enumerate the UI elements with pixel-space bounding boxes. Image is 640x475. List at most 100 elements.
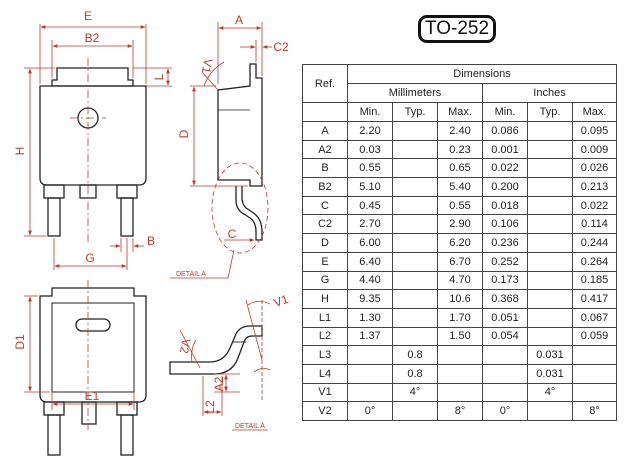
- header-row-3: Min. Typ. Max. Min. Typ. Max.: [302, 102, 617, 122]
- value-cell: 0.051: [482, 307, 528, 328]
- value-cell: [392, 214, 438, 235]
- value-cell: 0.03: [347, 139, 393, 160]
- value-cell: 1.70: [437, 307, 483, 328]
- ref-cell: C: [302, 195, 348, 216]
- ref-cell: V2: [302, 401, 348, 421]
- ref-cell: L3: [302, 345, 348, 365]
- value-cell: [527, 401, 573, 421]
- value-cell: [527, 195, 573, 216]
- label-A2: A2: [212, 376, 226, 391]
- value-cell: [347, 382, 393, 403]
- value-cell: 8°: [572, 401, 617, 421]
- sub-header: Min.: [347, 102, 393, 122]
- value-cell: [392, 195, 438, 216]
- value-cell: [527, 326, 573, 347]
- value-cell: [437, 363, 483, 384]
- top-view: [39, 67, 147, 237]
- value-cell: 0.022: [572, 195, 617, 216]
- dimensions-header: Dimensions: [347, 64, 617, 84]
- tab-outline: [51, 67, 134, 87]
- ref-cell: L4: [302, 363, 348, 384]
- value-cell: [437, 345, 483, 365]
- value-cell: 2.40: [437, 121, 483, 141]
- value-cell: 0°: [482, 401, 528, 421]
- value-cell: [392, 139, 438, 160]
- value-cell: 0.031: [527, 363, 573, 384]
- label-G: G: [85, 251, 94, 265]
- pin-right: [120, 197, 134, 237]
- value-cell: 9.35: [347, 289, 393, 309]
- value-cell: 0.067: [572, 307, 617, 328]
- value-cell: [392, 307, 438, 328]
- value-cell: 1.50: [437, 326, 483, 347]
- sub-header: Typ.: [392, 102, 438, 122]
- value-cell: 0.417: [572, 289, 617, 309]
- in-header: Inches: [482, 83, 617, 103]
- bottom-pin-right: [120, 414, 134, 456]
- label-detail-a-small: DETAIL A: [235, 423, 265, 430]
- value-cell: 0.244: [572, 233, 617, 253]
- label-B: B: [147, 234, 155, 248]
- value-cell: [482, 363, 528, 384]
- pin-left: [47, 197, 61, 237]
- value-cell: 6.20: [437, 233, 483, 253]
- value-cell: [527, 158, 573, 179]
- label-E1: E1: [85, 389, 100, 403]
- value-cell: [527, 307, 573, 328]
- side-view: [217, 63, 263, 241]
- value-cell: [392, 326, 438, 347]
- value-cell: 8°: [437, 401, 483, 421]
- value-cell: 2.70: [347, 214, 393, 235]
- value-cell: [392, 158, 438, 179]
- bottom-outline: [39, 287, 147, 403]
- label-V1-detail: V1: [272, 292, 291, 310]
- value-cell: 0.264: [572, 251, 617, 272]
- label-D: D: [177, 129, 191, 138]
- bottom-pin-center: [81, 401, 97, 425]
- ref-cell: L2: [302, 326, 348, 347]
- value-cell: 0.009: [572, 139, 617, 160]
- value-cell: 6.40: [347, 251, 393, 272]
- value-cell: [572, 382, 617, 403]
- side-body-outline: [217, 63, 263, 187]
- value-cell: 0.65: [437, 158, 483, 179]
- ref-cell: D: [302, 233, 348, 253]
- ref-cell: B2: [302, 177, 348, 197]
- value-cell: 0.252: [482, 251, 528, 272]
- value-cell: 0.213: [572, 177, 617, 197]
- detail-a-dimensions: [179, 299, 271, 431]
- package-title: TO-252: [418, 15, 496, 43]
- value-cell: [527, 233, 573, 253]
- value-cell: [347, 363, 393, 384]
- bottom-view-dimensions: [24, 280, 135, 430]
- value-cell: 0.185: [572, 270, 617, 291]
- value-cell: [392, 289, 438, 309]
- value-cell: [392, 233, 438, 253]
- ref-cell: H: [302, 289, 348, 309]
- value-cell: [527, 139, 573, 160]
- value-cell: 0.022: [482, 158, 528, 179]
- label-A: A: [235, 13, 243, 27]
- value-cell: 0.236: [482, 233, 528, 253]
- value-cell: [437, 382, 483, 403]
- package-drawing: E B2 L H G B A C2 V1 D C DETAIL A: [13, 9, 291, 456]
- value-cell: 0.8: [392, 363, 438, 384]
- ref-blank: [302, 102, 348, 122]
- mm-header: Millimeters: [347, 83, 483, 103]
- value-cell: [572, 363, 617, 384]
- label-V1: V1: [199, 58, 215, 75]
- value-cell: [392, 401, 438, 421]
- value-cell: 0.8: [392, 345, 438, 365]
- value-cell: 0.001: [482, 139, 528, 160]
- value-cell: 6.70: [437, 251, 483, 272]
- sub-header: Max.: [572, 102, 617, 122]
- label-V2: V2: [177, 338, 193, 355]
